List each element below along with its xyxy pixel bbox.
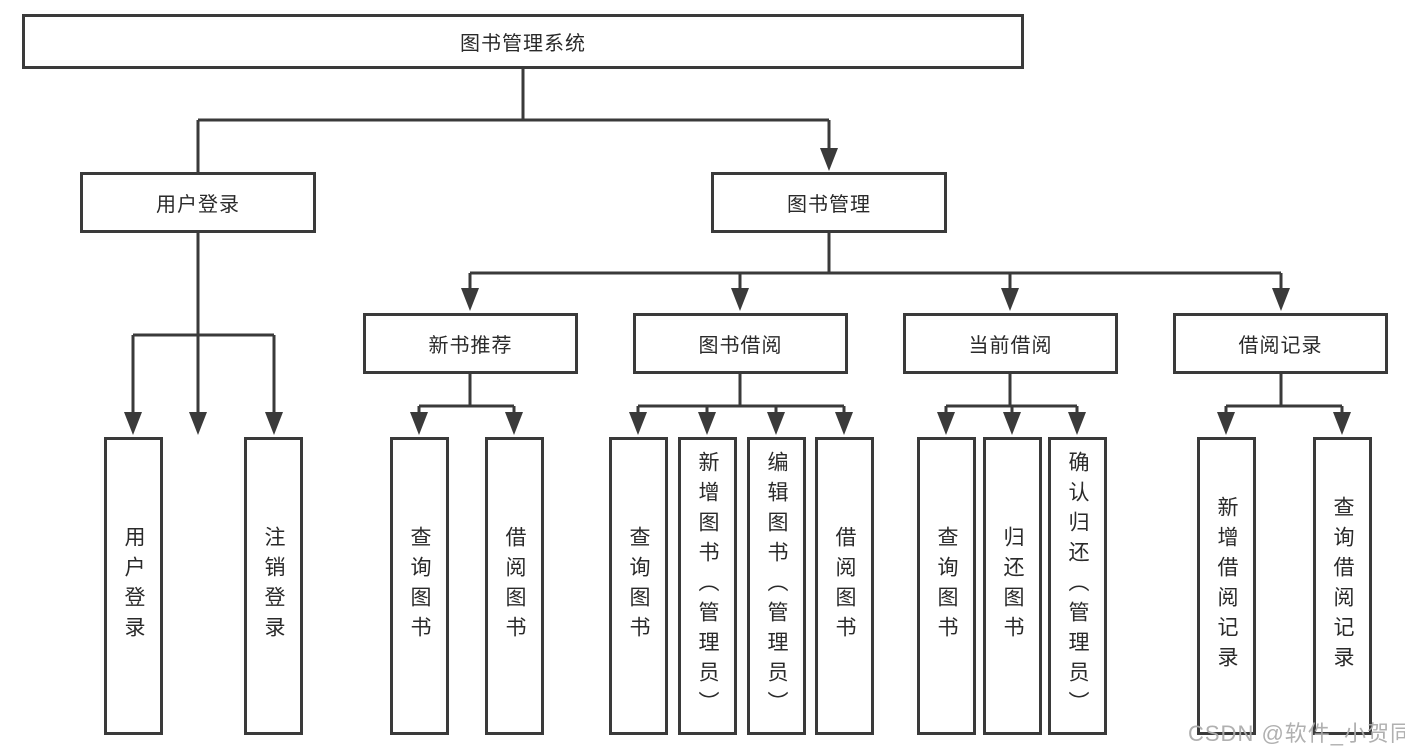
node-book-management-label: 图书管理 [787,194,871,216]
node-book-management: 图书管理 [711,172,947,233]
leaf-records-add-record-label: 新增借阅记录 [1215,496,1238,676]
node-new-book-recommend-label: 新书推荐 [428,335,513,357]
leaf-borrow-borrow-books: 借阅图书 [815,437,874,735]
leaf-user-login-label: 用户登录 [122,526,145,646]
leaf-current-query-books: 查询图书 [917,437,976,735]
leaf-recommend-borrow-books: 借阅图书 [485,437,544,735]
connector-root-to-level2 [189,69,838,435]
leaf-borrow-edit-books: 编辑图书（管理员） [747,437,806,735]
leaf-borrow-edit-books-label: 编辑图书（管理员） [765,451,788,721]
leaf-borrow-query-books: 查询图书 [609,437,668,735]
node-root-system-label: 图书管理系统 [460,33,586,55]
node-new-book-recommend: 新书推荐 [363,313,578,374]
leaf-logout-label: 注销登录 [262,526,285,646]
connector-current-to-leaves [937,374,1086,435]
node-current-borrow: 当前借阅 [903,313,1118,374]
leaf-current-return-books-label: 归还图书 [1001,526,1024,646]
connector-records-to-leaves [1217,374,1351,435]
leaf-borrow-add-books-label: 新增图书（管理员） [696,451,719,721]
connector-userlogin-to-leaves [124,233,283,435]
leaf-recommend-query-books: 查询图书 [390,437,449,735]
leaf-recommend-query-books-label: 查询图书 [408,526,431,646]
leaf-current-confirm-return: 确认归还（管理员） [1048,437,1107,735]
node-user-login-label: 用户登录 [156,194,240,216]
leaf-user-login: 用户登录 [104,437,163,735]
node-current-borrow-label: 当前借阅 [968,335,1053,357]
node-borrow-records-label: 借阅记录 [1238,335,1323,357]
connector-borrow-to-leaves [629,374,853,435]
leaf-current-confirm-return-label: 确认归还（管理员） [1066,451,1089,721]
node-borrow-records: 借阅记录 [1173,313,1388,374]
leaf-current-query-books-label: 查询图书 [935,526,958,646]
leaf-logout: 注销登录 [244,437,303,735]
leaf-borrow-borrow-books-label: 借阅图书 [833,526,856,646]
leaf-borrow-add-books: 新增图书（管理员） [678,437,737,735]
leaf-borrow-query-books-label: 查询图书 [627,526,650,646]
csdn-watermark: CSDN @软件_小贺同学 [1188,721,1405,746]
node-book-borrow: 图书借阅 [633,313,848,374]
connector-recommend-to-leaves [410,374,523,435]
node-book-borrow-label: 图书借阅 [698,335,783,357]
connector-bookmgmt-to-level3 [461,233,1290,311]
node-root-system: 图书管理系统 [22,14,1024,69]
node-user-login: 用户登录 [80,172,316,233]
leaf-recommend-borrow-books-label: 借阅图书 [503,526,526,646]
leaf-records-add-record: 新增借阅记录 [1197,437,1256,735]
leaf-records-query-record-label: 查询借阅记录 [1331,496,1354,676]
leaf-records-query-record: 查询借阅记录 [1313,437,1372,735]
leaf-current-return-books: 归还图书 [983,437,1042,735]
